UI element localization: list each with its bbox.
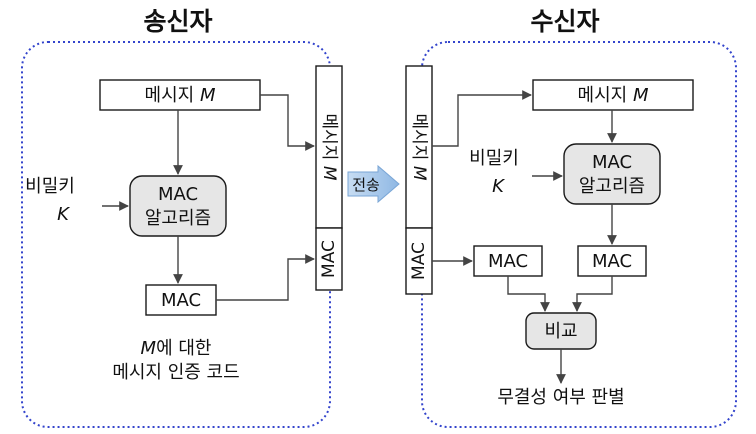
receiver-compare-label: 비교 (544, 321, 577, 342)
receiver-packet-message (405, 65, 433, 229)
sender-packet-message-label: 메시지 M (319, 114, 339, 181)
sender-caption-line1: M에 대한 (141, 338, 212, 359)
receiver-title: 수신자 (530, 7, 599, 36)
receiver-secret-key-var: K (492, 176, 505, 197)
sender-mac-box (145, 284, 217, 316)
transfer-arrow-shape (347, 164, 400, 204)
sender-packet-mac-label: MAC (319, 240, 339, 278)
sender-secret-key-var: K (57, 204, 70, 225)
receiver-panel: 수신자 메시지 M MAC 메시지 M 비밀키 K MAC 알고리즘 MAC M… (405, 7, 737, 428)
sender-packet-mac (315, 227, 343, 291)
receiver-message-label: 메시지 M (578, 85, 649, 106)
receiver-algorithm-line1: MAC (592, 152, 632, 173)
sender-packet-message (315, 65, 343, 229)
receiver-secret-key-label: 비밀키 (469, 148, 519, 169)
sender-secret-key-label: 비밀키 (25, 176, 75, 197)
receiver-computed-mac-box (577, 245, 647, 277)
sender-title: 송신자 (143, 7, 212, 36)
receiver-packet-message-label: 메시지 M (409, 114, 429, 181)
receiver-packet-mac-label: MAC (409, 242, 429, 280)
receiver-received-mac-label: MAC (488, 251, 528, 272)
receiver-computed-mac-label: MAC (592, 251, 632, 272)
receiver-arrow-mac-to-compare (507, 276, 550, 312)
sender-algorithm-line2: 알고리즘 (145, 208, 211, 229)
sender-message-box (99, 79, 261, 111)
receiver-packet-mac (405, 227, 433, 295)
receiver-message-box (532, 79, 694, 111)
transfer-label: 전송 (352, 176, 380, 194)
receiver-result-label: 무결성 여부 판별 (497, 387, 624, 408)
sender-arrow-mac-to-packet (216, 254, 315, 301)
sender-panel: 송신자 메시지 M 비밀키 K MAC 알고리즘 MAC M에 대한 메시지 인… (21, 7, 343, 428)
receiver-arrow-packet-to-msg (432, 90, 532, 147)
sender-mac-label: MAC (161, 290, 201, 311)
sender-algorithm-line1: MAC (158, 184, 198, 205)
transfer-arrow: 전송 (347, 164, 400, 204)
sender-message-label: 메시지 M (145, 85, 216, 106)
sender-arrow-msg-to-packet (260, 94, 315, 151)
receiver-algorithm-line2: 알고리즘 (579, 176, 645, 197)
sender-caption-line2: 메시지 인증 코드 (112, 362, 239, 383)
receiver-arrow-computed-to-compare (572, 276, 613, 312)
